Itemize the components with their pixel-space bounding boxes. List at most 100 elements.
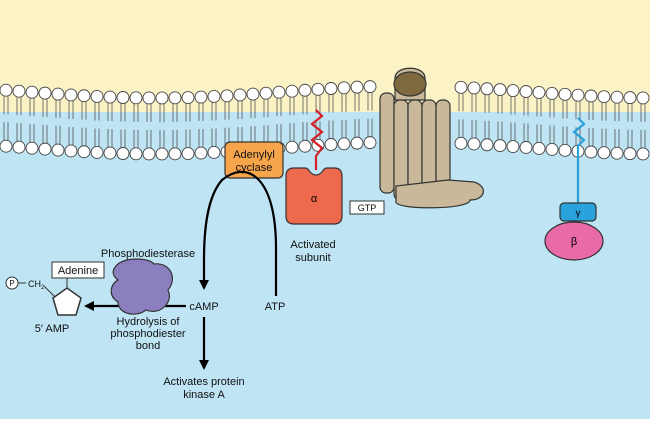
lipid-tails xyxy=(549,99,555,144)
lipid-tails xyxy=(237,100,243,145)
lipid-head xyxy=(0,139,13,153)
lipid-head xyxy=(519,141,533,154)
lipid-head xyxy=(467,137,481,151)
lipid-head xyxy=(220,89,234,103)
gtp-box xyxy=(349,200,385,215)
beta-label: β xyxy=(571,236,577,248)
lipid-head xyxy=(584,89,598,103)
lipid-head xyxy=(558,87,572,101)
lipid-head xyxy=(207,146,221,159)
lipid-head xyxy=(90,90,104,103)
lipid-tails xyxy=(146,103,152,148)
lipid-head xyxy=(129,147,143,161)
lipid-tails xyxy=(276,98,282,143)
adenylyl-cyclase: Adenylyl cyclase xyxy=(224,141,284,179)
lipid-tails xyxy=(354,93,360,138)
lipid-tails xyxy=(471,93,477,138)
lipid-bilayer xyxy=(0,80,650,161)
lipid-head xyxy=(467,81,481,95)
lipid-head xyxy=(155,147,169,161)
activated-subunit-label-1: Activated xyxy=(290,239,335,251)
lipid-head xyxy=(610,146,624,160)
adenylyl-cyclase-label-2: cyclase xyxy=(236,162,273,174)
lipid-head xyxy=(298,139,312,153)
lipid-head xyxy=(571,88,585,102)
lipid-head xyxy=(480,138,494,152)
adenine-label: Adenine xyxy=(58,265,98,277)
hydrolysis-label-3: bond xyxy=(136,340,160,352)
lipid-tails xyxy=(536,98,542,143)
lipid-head xyxy=(363,80,377,94)
lipid-head xyxy=(532,142,546,155)
lipid-head xyxy=(38,86,52,100)
phosphodiesterase xyxy=(110,258,173,315)
lipid-head xyxy=(493,139,507,153)
lipid-head xyxy=(51,143,65,157)
lipid-head xyxy=(207,90,221,103)
lipid-tails xyxy=(640,103,646,148)
gamma-label: γ xyxy=(576,208,581,219)
ch2-label: CH2 xyxy=(28,279,45,291)
lipid-tails xyxy=(302,96,308,141)
ch2-bond xyxy=(43,285,56,298)
lipid-head xyxy=(584,145,598,159)
gtp-label: GTP xyxy=(358,203,377,213)
lipid-head xyxy=(311,82,325,96)
lipid-head xyxy=(259,86,273,100)
hydrolysis-label-1: Hydrolysis of xyxy=(117,316,181,328)
lipid-head xyxy=(337,137,351,151)
beta-subunit xyxy=(544,221,604,261)
adenine-box xyxy=(51,261,105,279)
lipid-tails xyxy=(133,103,139,148)
lipid-head xyxy=(363,136,377,150)
phosphate-label: P xyxy=(9,279,14,288)
lipid-tails xyxy=(81,101,87,146)
lipid-head xyxy=(25,141,39,155)
lipid-head xyxy=(116,91,130,104)
lipid-head xyxy=(285,140,299,154)
lipid-head xyxy=(168,147,182,161)
lipid-head xyxy=(142,147,156,161)
lipid-head xyxy=(194,90,208,104)
lipid-head xyxy=(324,82,338,95)
gamma-subunit xyxy=(559,202,597,222)
lipid-head xyxy=(129,91,143,105)
alpha-label: α xyxy=(311,193,318,205)
lipid-head xyxy=(12,140,26,154)
lipid-head xyxy=(350,136,364,150)
hydrolysis-label-2: phosphodiester xyxy=(110,328,186,340)
lipid-head xyxy=(103,146,117,160)
lipid-head xyxy=(636,91,650,105)
lipid-head xyxy=(623,91,637,105)
atp-to-camp-arrow xyxy=(199,170,278,296)
lipid-tails xyxy=(94,102,100,147)
lipid-head xyxy=(90,146,104,159)
activates-pka-label-2: kinase A xyxy=(183,389,225,401)
lipid-tails xyxy=(627,103,633,148)
lipid-tails xyxy=(575,101,581,146)
lipid-tails xyxy=(16,97,22,142)
lipid-head xyxy=(597,90,611,104)
lipid-tails xyxy=(315,95,321,140)
lipid-head xyxy=(38,142,52,156)
lipid-tails xyxy=(211,102,217,147)
lipid-head xyxy=(64,144,78,158)
lipid-tails xyxy=(458,93,464,138)
lipid-head xyxy=(597,146,611,160)
lipid-tails xyxy=(601,102,607,147)
lipid-head xyxy=(168,91,182,105)
ribose-ring xyxy=(52,287,82,316)
lipid-tails xyxy=(614,103,620,148)
lipid-head xyxy=(142,91,156,105)
lipid-tails xyxy=(3,96,9,141)
lipid-tails xyxy=(159,103,165,148)
lipid-head xyxy=(25,85,39,99)
lipid-head xyxy=(285,84,299,98)
lipid-tails xyxy=(198,103,204,148)
alpha-subunit: α xyxy=(285,167,343,225)
lipid-tails xyxy=(250,100,256,145)
lipid-head xyxy=(272,85,286,99)
lipid-head xyxy=(0,83,13,97)
lipid-head xyxy=(298,83,312,97)
